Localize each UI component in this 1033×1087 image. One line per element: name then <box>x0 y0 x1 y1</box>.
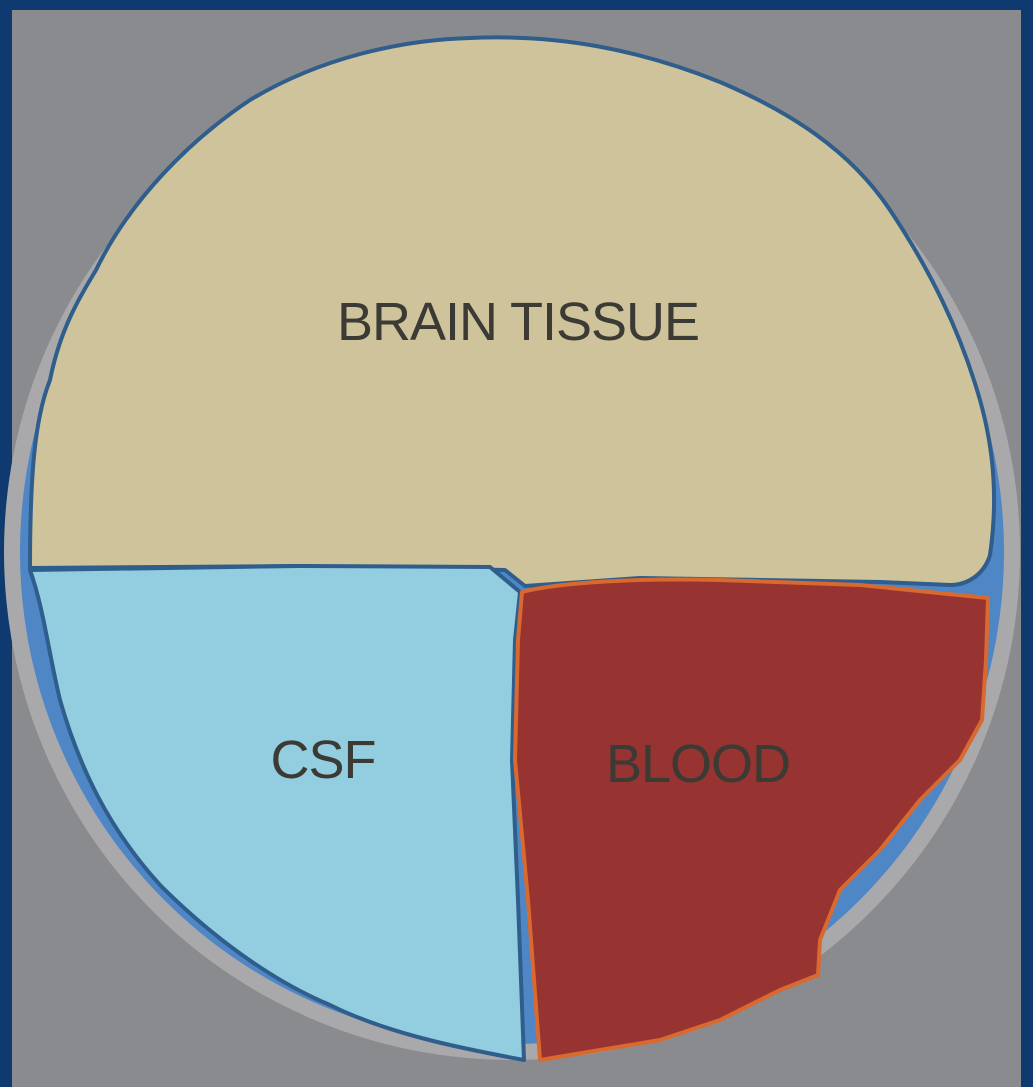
blood-label: BLOOD <box>606 734 790 794</box>
brain-tissue-label: BRAIN TISSUE <box>337 292 699 352</box>
csf-label: CSF <box>271 730 376 790</box>
